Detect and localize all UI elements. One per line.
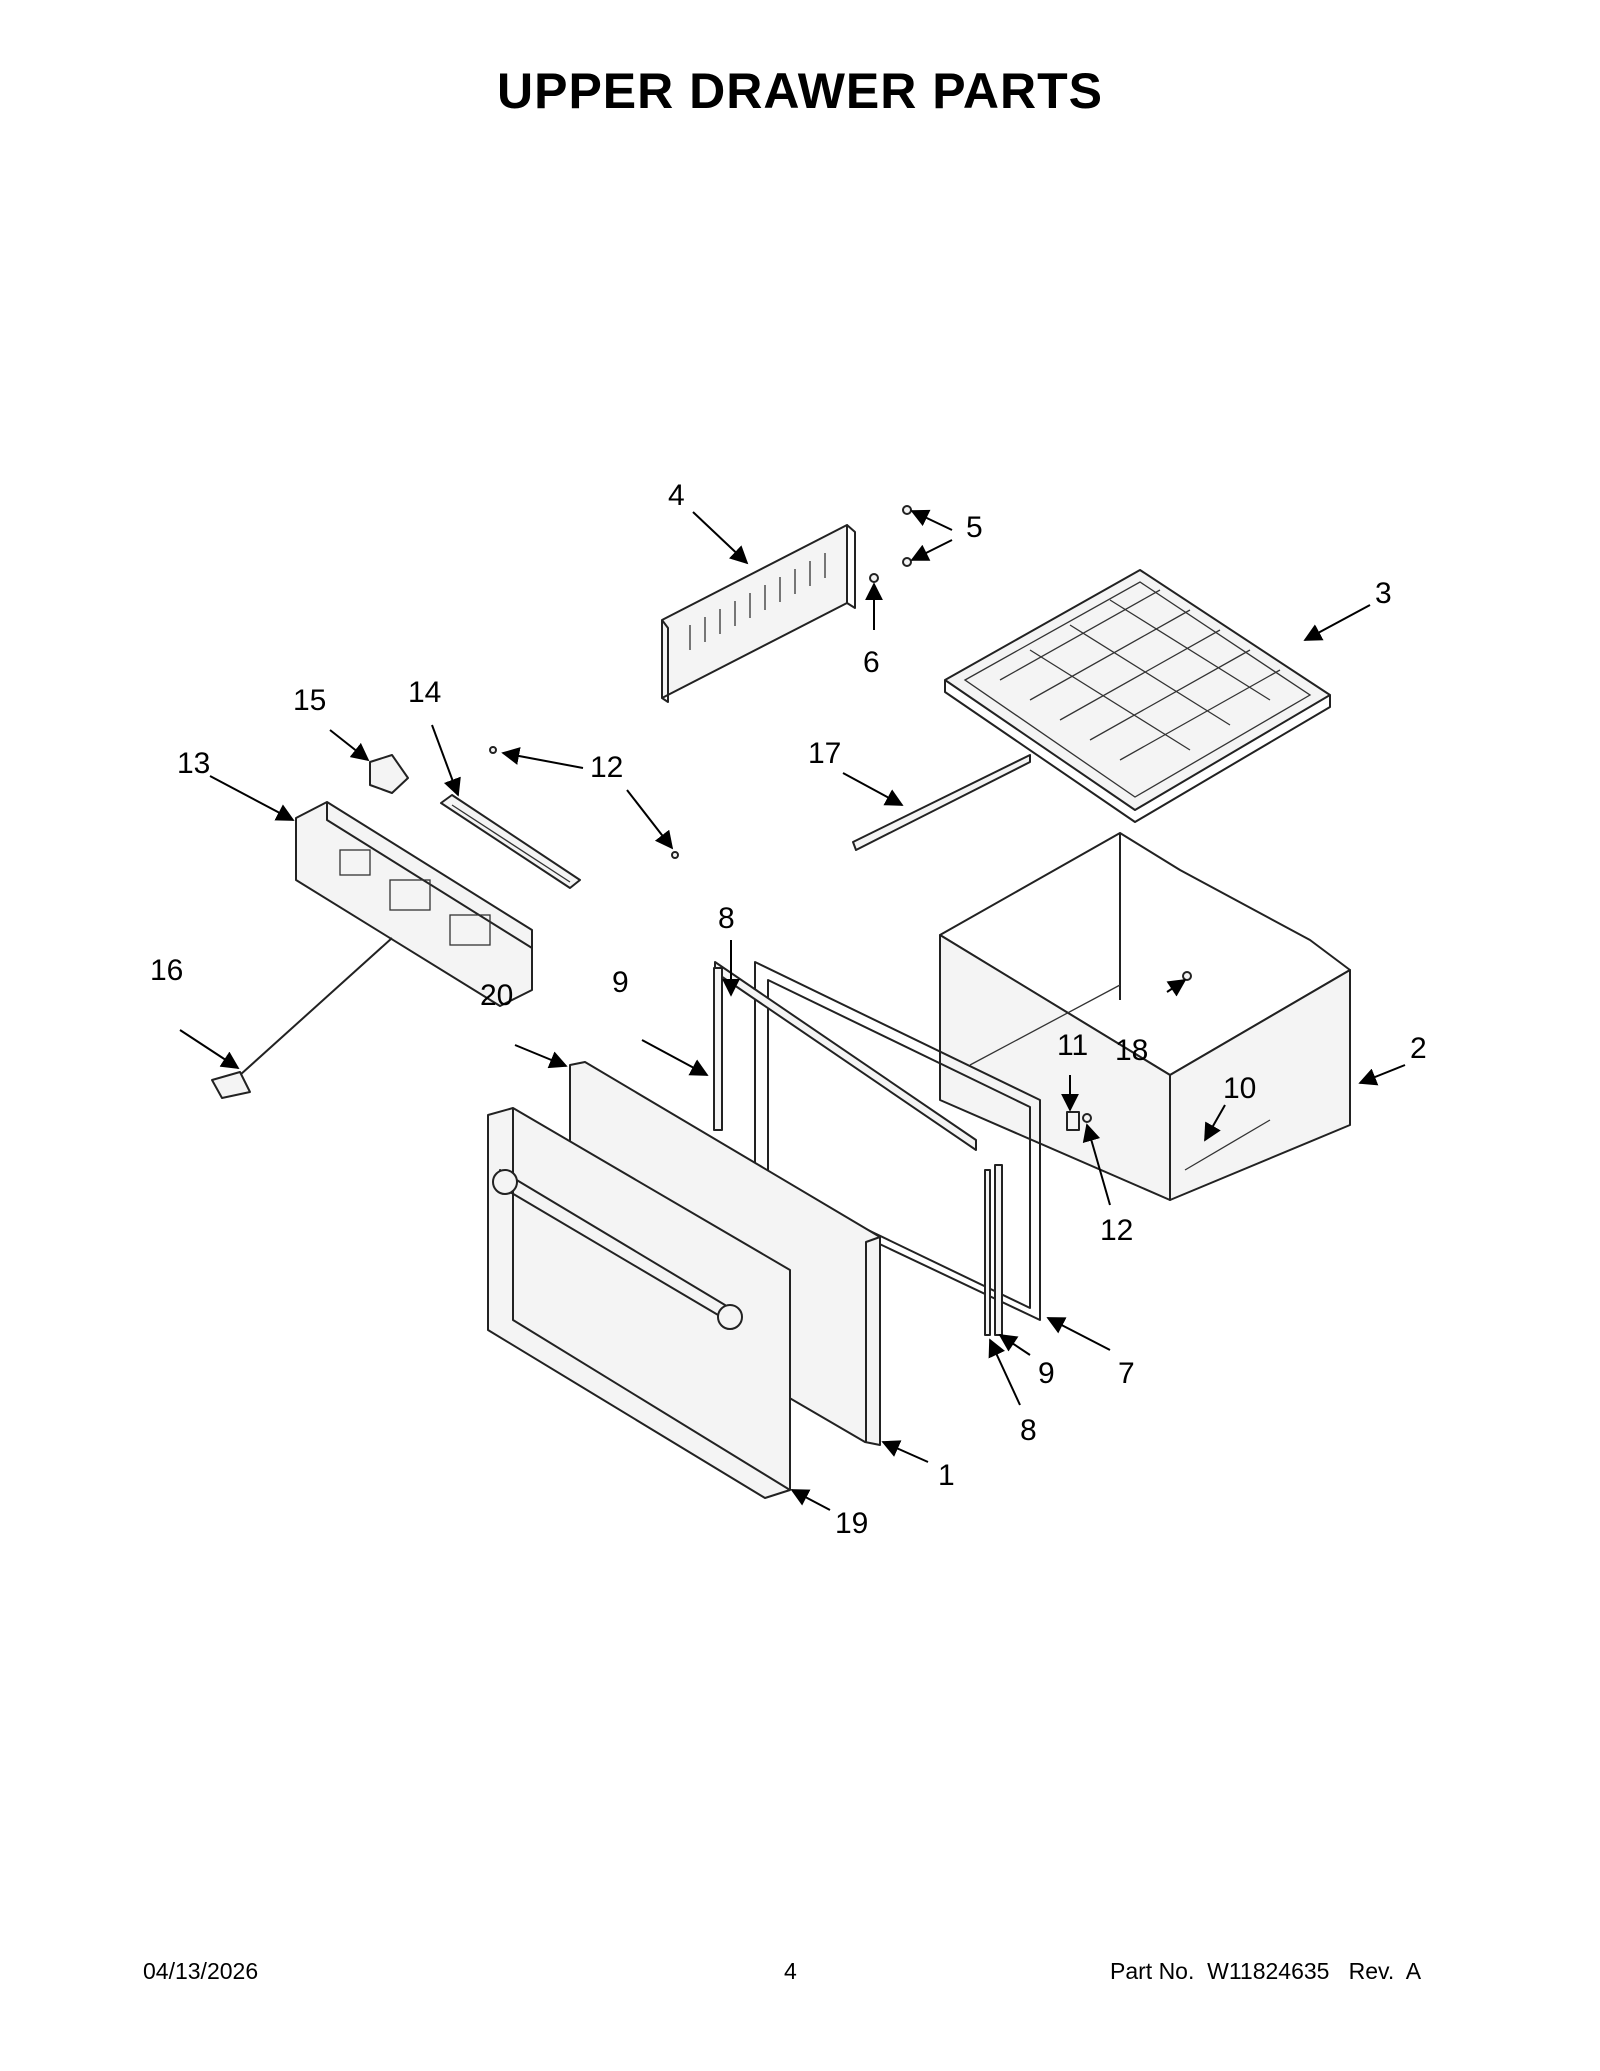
part-2-bin bbox=[939, 832, 1351, 1201]
footer-date: 04/13/2026 bbox=[143, 1958, 259, 1984]
part-12-screw-lower bbox=[1082, 1113, 1092, 1123]
part-8-seal-lower bbox=[984, 1169, 991, 1336]
callout-labels: 4 5 3 6 15 14 13 12 17 8 16 9 20 11 18 2… bbox=[150, 479, 1427, 1540]
part-18-screw bbox=[1182, 971, 1192, 981]
callout-19: 19 bbox=[835, 1507, 868, 1540]
callout-7: 7 bbox=[1118, 1357, 1135, 1390]
callout-4: 4 bbox=[668, 479, 685, 512]
part-17-rail bbox=[852, 754, 1031, 851]
callout-16: 16 bbox=[150, 954, 183, 987]
callout-2: 2 bbox=[1410, 1032, 1427, 1065]
callout-1: 1 bbox=[938, 1459, 955, 1492]
callout-9-upper: 9 bbox=[612, 966, 629, 999]
callout-8-upper: 8 bbox=[718, 902, 735, 935]
callout-15: 15 bbox=[293, 684, 326, 717]
callout-20: 20 bbox=[480, 979, 513, 1012]
part-11-clip bbox=[1066, 1111, 1080, 1131]
part-19-drawer-front bbox=[487, 1107, 791, 1499]
callout-11: 11 bbox=[1057, 1029, 1088, 1062]
part-7-gasket-frame bbox=[754, 961, 1041, 1321]
footer-part-number: Part No. W11824635 Rev. A bbox=[1110, 1958, 1422, 1984]
part-13-control-housing bbox=[295, 801, 533, 1007]
part-12-screws-upper bbox=[489, 746, 679, 859]
callout-10: 10 bbox=[1223, 1072, 1256, 1105]
part-6-fastener bbox=[869, 573, 879, 583]
leader-lines bbox=[179, 509, 1406, 1511]
part-16-wire-harness bbox=[211, 937, 393, 1099]
callout-12-upper: 12 bbox=[590, 751, 623, 784]
page-title: UPPER DRAWER PARTS bbox=[496, 63, 1103, 119]
callout-14: 14 bbox=[408, 676, 441, 709]
part-5-screws bbox=[902, 505, 912, 567]
callout-13: 13 bbox=[177, 747, 210, 780]
part-4-rear-panel bbox=[661, 524, 856, 703]
part-9-seal-left bbox=[713, 967, 723, 1131]
callout-9-lower: 9 bbox=[1038, 1357, 1055, 1390]
callout-17: 17 bbox=[808, 737, 841, 770]
callout-6: 6 bbox=[863, 646, 880, 679]
callout-3: 3 bbox=[1375, 577, 1392, 610]
part-3-shelf bbox=[944, 569, 1331, 823]
callout-5: 5 bbox=[966, 511, 983, 544]
callout-18: 18 bbox=[1115, 1034, 1148, 1067]
callout-12-lower: 12 bbox=[1100, 1214, 1133, 1247]
callout-8-lower: 8 bbox=[1020, 1414, 1037, 1447]
part-14-trim-strip bbox=[440, 794, 581, 889]
part-9-seal-right bbox=[994, 1164, 1003, 1336]
part-15-display-cover bbox=[369, 754, 409, 794]
footer-page-number: 4 bbox=[784, 1958, 797, 1984]
